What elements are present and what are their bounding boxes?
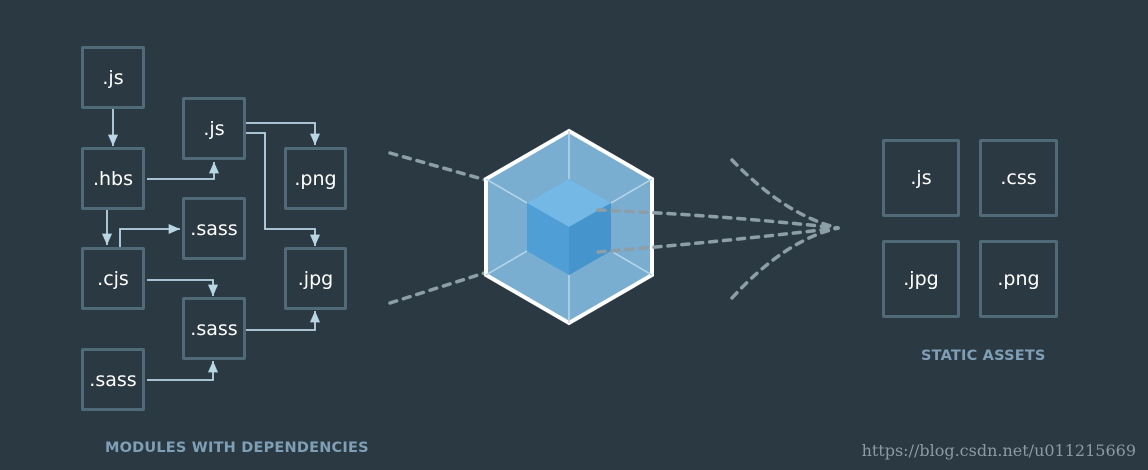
module-sass-bottom: .sass: [81, 348, 145, 411]
connector-js-to-jpg: [246, 132, 321, 246]
output-dotted-lines: [596, 158, 840, 300]
module-label: .js: [203, 117, 225, 140]
connector-cjs-to-sass: [119, 223, 180, 248]
assets-caption: STATIC ASSETS: [921, 348, 1046, 364]
bundler-cube-icon: [484, 128, 654, 326]
module-label: .png: [294, 167, 337, 190]
module-png: .png: [284, 147, 347, 210]
asset-png: .png: [979, 240, 1058, 318]
watermark-url: https://blog.csdn.net/u011215669: [861, 441, 1136, 460]
module-sass-lower: .sass: [182, 297, 246, 360]
asset-js: .js: [882, 139, 960, 217]
modules-caption: MODULES WITH DEPENDENCIES: [105, 440, 369, 456]
module-label: .js: [102, 66, 124, 89]
module-jpg: .jpg: [284, 247, 347, 310]
input-dotted-lines: [388, 151, 502, 305]
connector-sass-lower-to-jpg: [246, 311, 321, 331]
connector-cjs-to-sass-lower: [147, 279, 219, 296]
module-js-secondary: .js: [182, 97, 246, 160]
asset-label: .css: [1000, 167, 1037, 189]
asset-css: .css: [979, 139, 1058, 217]
module-js-entry: .js: [81, 46, 145, 109]
connector-sass-bottom-to-sass-lower: [147, 361, 219, 381]
connector-js-to-png: [246, 122, 321, 145]
module-label: .hbs: [92, 167, 134, 190]
module-label: .cjs: [97, 267, 129, 290]
asset-jpg: .jpg: [882, 240, 960, 318]
asset-label: .jpg: [903, 268, 939, 290]
module-hbs: .hbs: [81, 147, 145, 210]
module-label: .sass: [89, 368, 137, 391]
module-cjs: .cjs: [81, 247, 145, 310]
connector-hbs-to-js: [147, 162, 220, 180]
asset-label: .js: [910, 167, 932, 189]
module-sass-middle: .sass: [182, 197, 246, 260]
module-label: .sass: [190, 317, 238, 340]
module-label: .jpg: [297, 267, 334, 290]
dependency-connectors: [101, 108, 321, 381]
module-label: .sass: [190, 217, 238, 240]
asset-label: .png: [997, 268, 1040, 290]
